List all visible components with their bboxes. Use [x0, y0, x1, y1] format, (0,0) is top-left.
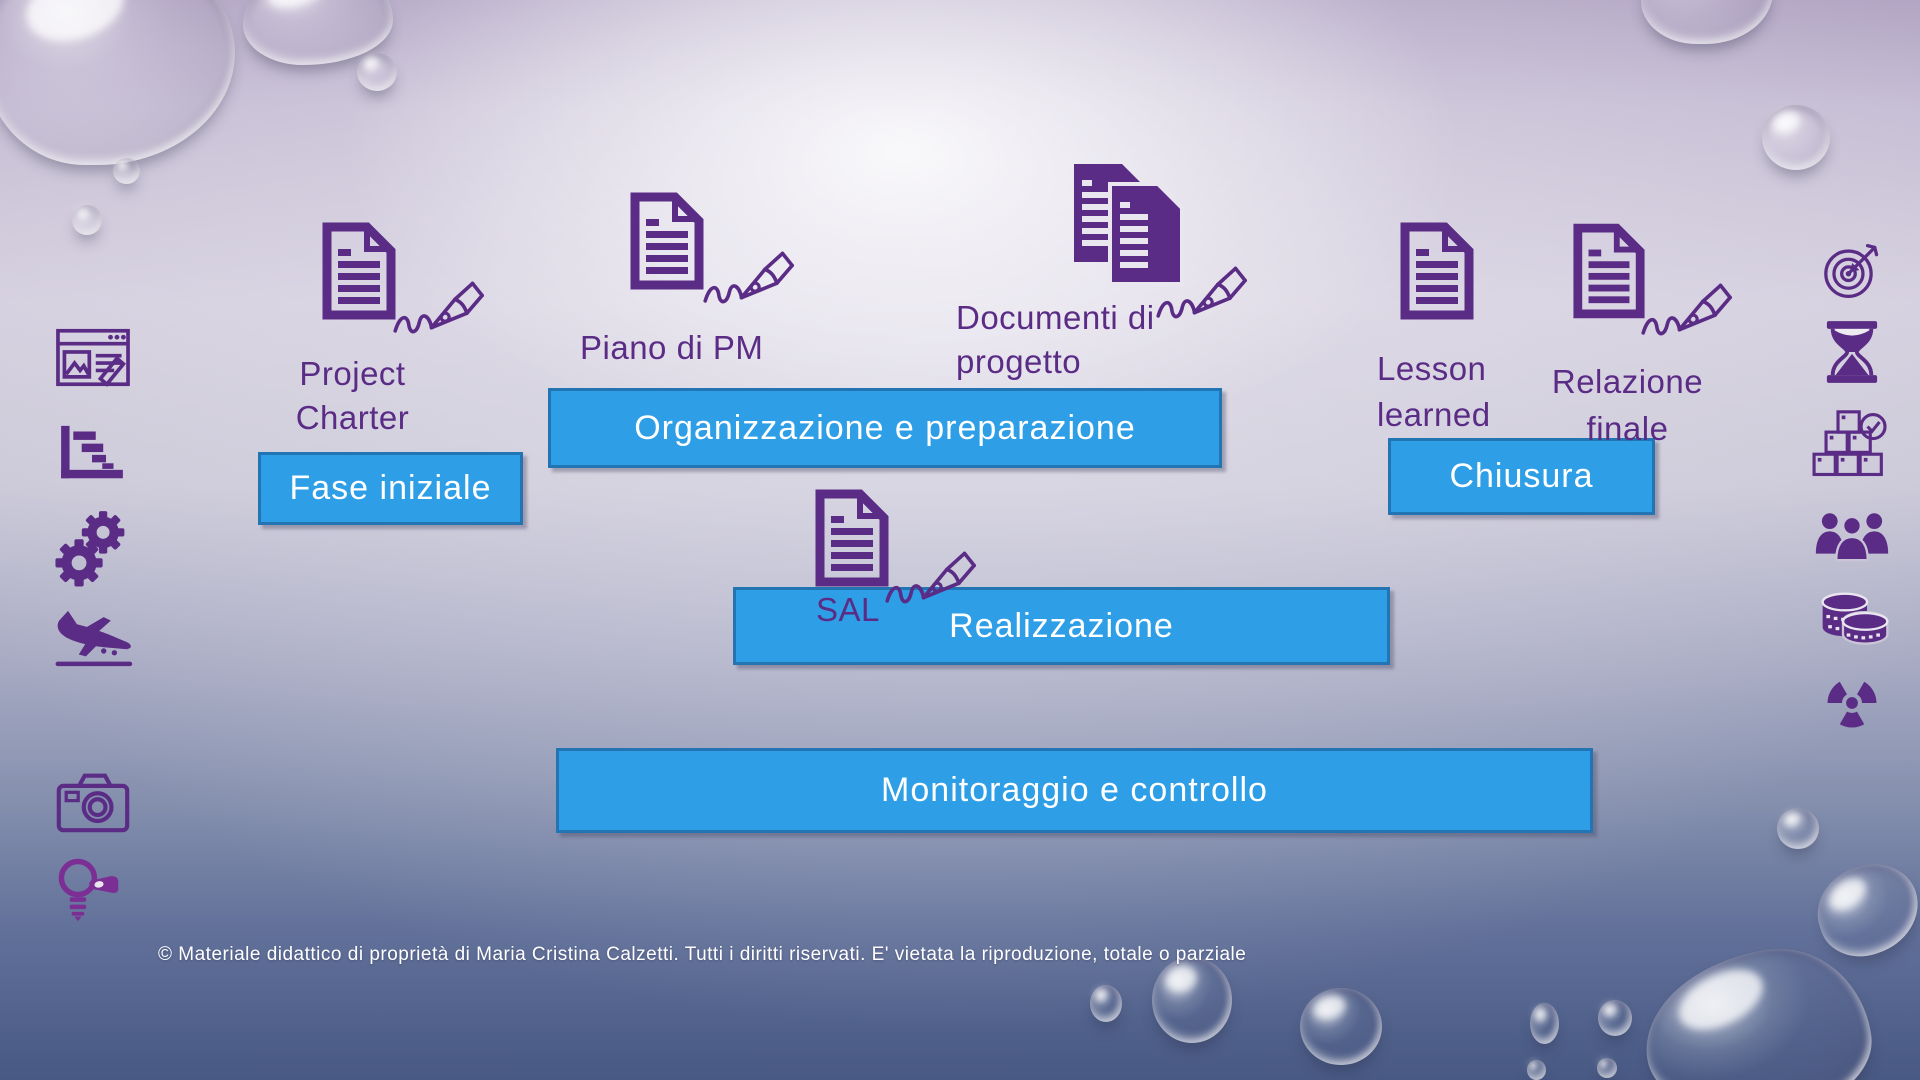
signature-pen-icon — [1156, 266, 1247, 319]
phase-bar-realizzazione: Realizzazione — [733, 587, 1390, 665]
document-icon — [1400, 222, 1474, 320]
water-droplet — [1152, 957, 1232, 1043]
water-droplet — [1530, 1003, 1559, 1044]
plane-landing-icon — [55, 610, 133, 667]
radiation-icon — [1827, 681, 1877, 728]
water-droplet — [1805, 852, 1920, 968]
phase-bar-organizzazione: Organizzazione e preparazione — [548, 388, 1222, 468]
copyright-notice: © Materiale didattico di proprietà di Ma… — [158, 944, 1247, 965]
document-icon — [630, 192, 704, 290]
signature-pen-icon — [703, 251, 794, 304]
water-droplet — [1777, 808, 1819, 849]
browser-edit-icon — [56, 328, 130, 387]
hourglass-icon — [1826, 321, 1878, 383]
deliverable-label-sal: SAL — [816, 591, 880, 628]
document-icon — [322, 222, 396, 320]
deliverable-label-relazione-finale: Relazione finale — [1551, 363, 1704, 447]
water-droplet — [72, 205, 102, 235]
phase-label: Monitoraggio e controllo — [881, 771, 1268, 809]
phase-label: Fase iniziale — [289, 469, 492, 507]
signature-pen-icon — [393, 281, 484, 334]
water-droplet — [1597, 1058, 1617, 1078]
coins-icon — [1821, 592, 1889, 645]
stacked-documents-icon — [1074, 164, 1184, 286]
water-droplet — [1598, 1000, 1632, 1036]
camera-icon — [56, 773, 130, 833]
phase-bar-chiusura: Chiusura — [1388, 438, 1655, 515]
gears-icon — [55, 511, 125, 587]
water-droplet — [357, 53, 397, 91]
deliverable-label-lesson-learned: Lesson learned — [1377, 350, 1491, 433]
water-droplet — [1527, 1060, 1546, 1080]
signature-pen-icon — [885, 551, 976, 604]
water-droplet — [1762, 105, 1830, 170]
phase-label: Chiusura — [1449, 457, 1594, 495]
water-droplet — [113, 158, 140, 184]
deliverable-label-piano-pm: Piano di PM — [580, 329, 764, 366]
deliverable-label-project-charter: Project Charter — [295, 355, 410, 436]
water-droplet — [1090, 985, 1122, 1022]
boxes-check-icon — [1812, 410, 1887, 477]
phase-label: Organizzazione e preparazione — [634, 408, 1136, 447]
lightbulb-tag-icon — [58, 858, 119, 922]
water-droplet — [1641, 0, 1773, 44]
deliverable-label-documenti-progetto: Documenti di progetto — [956, 299, 1155, 380]
phase-label: Realizzazione — [949, 606, 1174, 645]
document-icon — [815, 489, 889, 587]
phase-bar-monitoraggio: Monitoraggio e controllo — [556, 748, 1593, 833]
water-droplet — [0, 0, 235, 165]
gantt-chart-icon — [61, 425, 123, 479]
target-arrow-icon — [1824, 243, 1879, 299]
document-icon — [1573, 223, 1645, 319]
signature-pen-icon — [1641, 283, 1732, 336]
water-droplet — [1300, 988, 1382, 1065]
water-droplet — [1634, 937, 1881, 1080]
team-icon — [1815, 513, 1889, 562]
phase-bar-fase-iniziale: Fase iniziale — [258, 452, 523, 525]
